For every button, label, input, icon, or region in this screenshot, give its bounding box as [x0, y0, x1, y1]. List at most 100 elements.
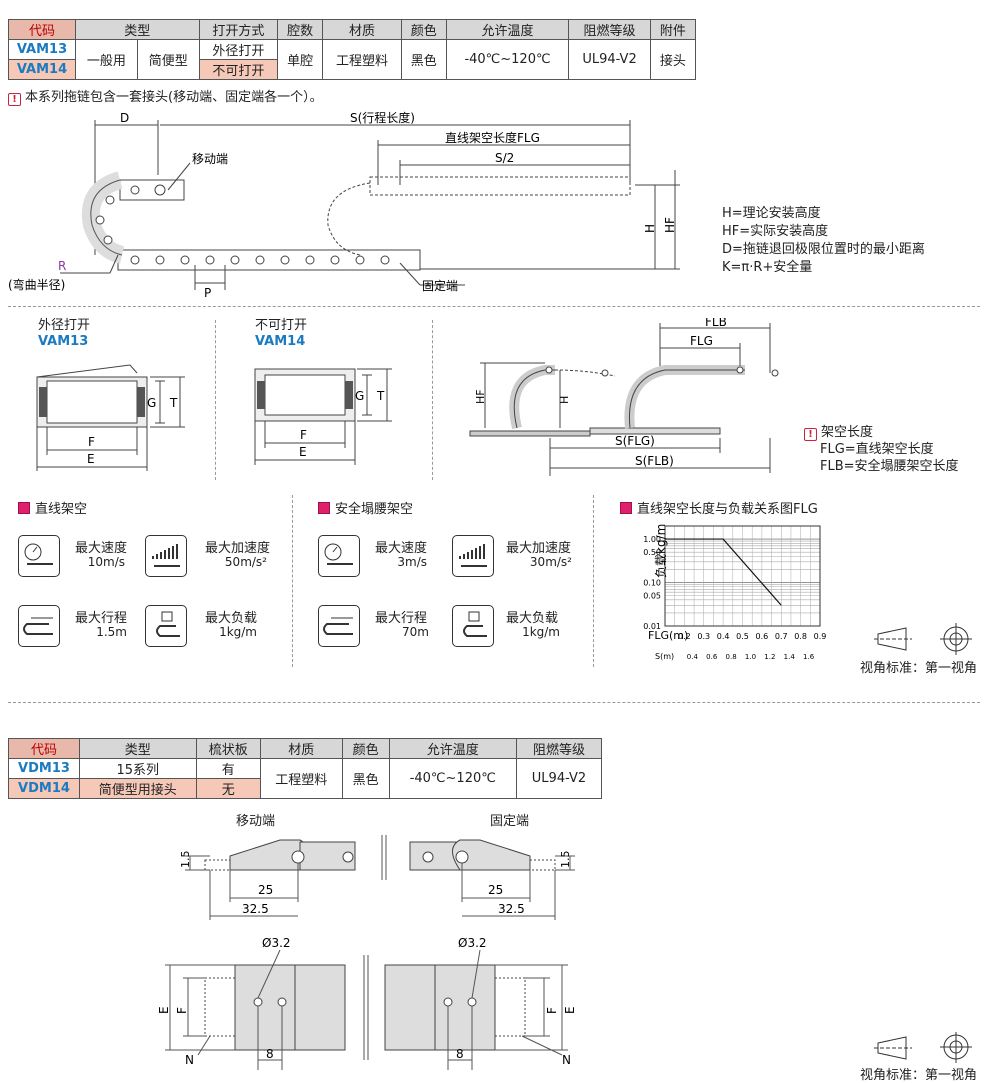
dim-s: S(行程长度) [350, 110, 415, 125]
dim-d: D [120, 111, 129, 125]
dim-flg: 直线架空长度FLG [445, 130, 540, 145]
accessory: 接头 [649, 39, 697, 80]
x-tick-label: 0.8 [794, 632, 807, 641]
dim-s2: S/2 [495, 151, 514, 165]
spec-table-1: 代码 类型 打开方式 腔数 材质 颜色 允许温度 阻燃等级 附件 VAM13 一… [8, 19, 697, 80]
hf-label: HF [663, 217, 677, 233]
perf-sag-title: 安全塌腰架空 [318, 498, 413, 517]
connector-side-view: 1.5 1.5 25 32.5 25 32.5 [179, 835, 575, 920]
r-label: R [58, 259, 66, 273]
svg-text:E: E [563, 1006, 577, 1014]
svg-text:32.5: 32.5 [498, 902, 525, 916]
svg-text:Ø3.2: Ø3.2 [262, 936, 291, 950]
code-vam13: VAM13 [8, 39, 76, 60]
projection-symbol [874, 623, 972, 655]
perf-straight-title: 直线架空 [18, 498, 87, 517]
svg-text:Ø3.2: Ø3.2 [458, 936, 487, 950]
spec-table-2: 代码 类型 梳状板 材质 颜色 允许温度 阻燃等级 VDM13 15系列 有 工… [8, 738, 602, 799]
th-material: 材质 [322, 19, 402, 40]
view-standard-2: 视角标准：第一视角 [860, 1068, 978, 1083]
svg-text:T: T [376, 389, 385, 403]
square-bullet-icon-2 [318, 502, 330, 514]
chart-xlabel: FLG(m) [648, 629, 688, 642]
th-flame: 阻燃等级 [568, 19, 651, 40]
square-bullet-icon [18, 502, 30, 514]
bend-radius-label: (弯曲半径) [8, 277, 65, 292]
svg-text:FLG: FLG [690, 334, 713, 348]
svg-text:G: G [355, 389, 364, 403]
svg-text:8: 8 [456, 1047, 464, 1061]
x2-tick-label: 1.6 [803, 653, 815, 661]
code-vdm14: VDM14 [8, 778, 80, 799]
square-bullet-icon-3 [620, 502, 632, 514]
x2-tick-label: 1.2 [764, 653, 775, 661]
open-none: 不可打开 [198, 59, 279, 80]
connector-top-view: Ø3.2 Ø3.2 E F F E 8 8 N N [157, 936, 577, 1070]
view-standard-1: 视角标准：第一视角 [860, 661, 978, 676]
divider-v4 [593, 495, 594, 667]
th-open: 打开方式 [198, 19, 279, 40]
svg-text:N: N [185, 1053, 194, 1067]
th-temp: 允许温度 [445, 19, 570, 40]
speed-icon [18, 535, 60, 577]
x2-tick-label: 1.4 [784, 653, 796, 661]
svg-text:1.5: 1.5 [559, 851, 572, 869]
x2-tick-label: 0.4 [687, 653, 699, 661]
svg-text:E: E [157, 1006, 171, 1014]
svg-text:G: G [147, 396, 156, 410]
y-tick-label: 0.01 [643, 622, 661, 631]
temp: -40℃~120℃ [445, 39, 570, 80]
moving-end-label: 移动端 [192, 152, 228, 166]
svg-text:F: F [545, 1007, 559, 1014]
svg-text:25: 25 [258, 883, 273, 897]
type-general: 一般用 [75, 39, 138, 80]
svg-text:N: N [562, 1053, 571, 1067]
outer-open-title: 外径打开 VAM13 [38, 318, 91, 349]
fixed-end-title: 固定端 [490, 814, 530, 829]
svg-text:F: F [175, 1007, 189, 1014]
travel-icon-2 [318, 605, 360, 647]
x2-tick-label: 1.0 [745, 653, 756, 661]
svg-text:S(FLG): S(FLG) [615, 434, 655, 448]
chart-x2label: S(m) [655, 652, 674, 661]
divider [8, 306, 980, 307]
x-tick-label: 0.6 [756, 632, 769, 641]
th-chambers: 腔数 [277, 19, 324, 40]
svg-text:FLB: FLB [705, 318, 727, 329]
th-type: 类型 [75, 19, 200, 40]
th-accessory: 附件 [649, 19, 697, 40]
span-note: !架空长度 FLG=直线架空长度 FLB=安全塌腰架空长度 [804, 424, 959, 475]
chain-side-diagram: D S(行程长度) 直线架空长度FLG S/2 移动端 固定端 R (弯曲半径)… [8, 110, 680, 300]
svg-text:HF: HF [474, 389, 487, 404]
divider-v [215, 320, 216, 480]
x2-tick-label: 0.6 [706, 653, 718, 661]
svg-text:S(FLB): S(FLB) [635, 454, 674, 468]
no-open-title: 不可打开 VAM14 [255, 318, 308, 349]
span-diagram: FLB FLG HF H S(FLG) S(FLB) [469, 318, 779, 476]
svg-text:E: E [299, 445, 307, 459]
acceleration-icon-2 [452, 535, 494, 577]
load-icon-2 [452, 605, 494, 647]
svg-text:H: H [558, 396, 571, 404]
h-label: H [643, 224, 657, 233]
x-tick-label: 0.4 [717, 632, 730, 641]
type-simple: 简便型 [136, 39, 200, 80]
y-tick-label: 0.50 [643, 548, 661, 557]
x-tick-label: 0.5 [736, 632, 749, 641]
travel-icon [18, 605, 60, 647]
svg-text:F: F [88, 435, 95, 449]
cross-section-outer: G T F E [36, 364, 185, 471]
speed-icon-2 [318, 535, 360, 577]
projection-symbol-2 [874, 1032, 972, 1063]
color: 黑色 [400, 39, 447, 80]
divider-2 [8, 702, 980, 703]
warning-icon: ! [8, 93, 21, 106]
material: 工程塑料 [322, 39, 402, 80]
x-tick-label: 0.3 [697, 632, 710, 641]
code-vam14: VAM14 [8, 59, 76, 80]
y-tick-label: 0.10 [643, 579, 661, 588]
divider-v3 [292, 495, 293, 667]
svg-text:32.5: 32.5 [242, 902, 269, 916]
svg-text:T: T [169, 396, 178, 410]
